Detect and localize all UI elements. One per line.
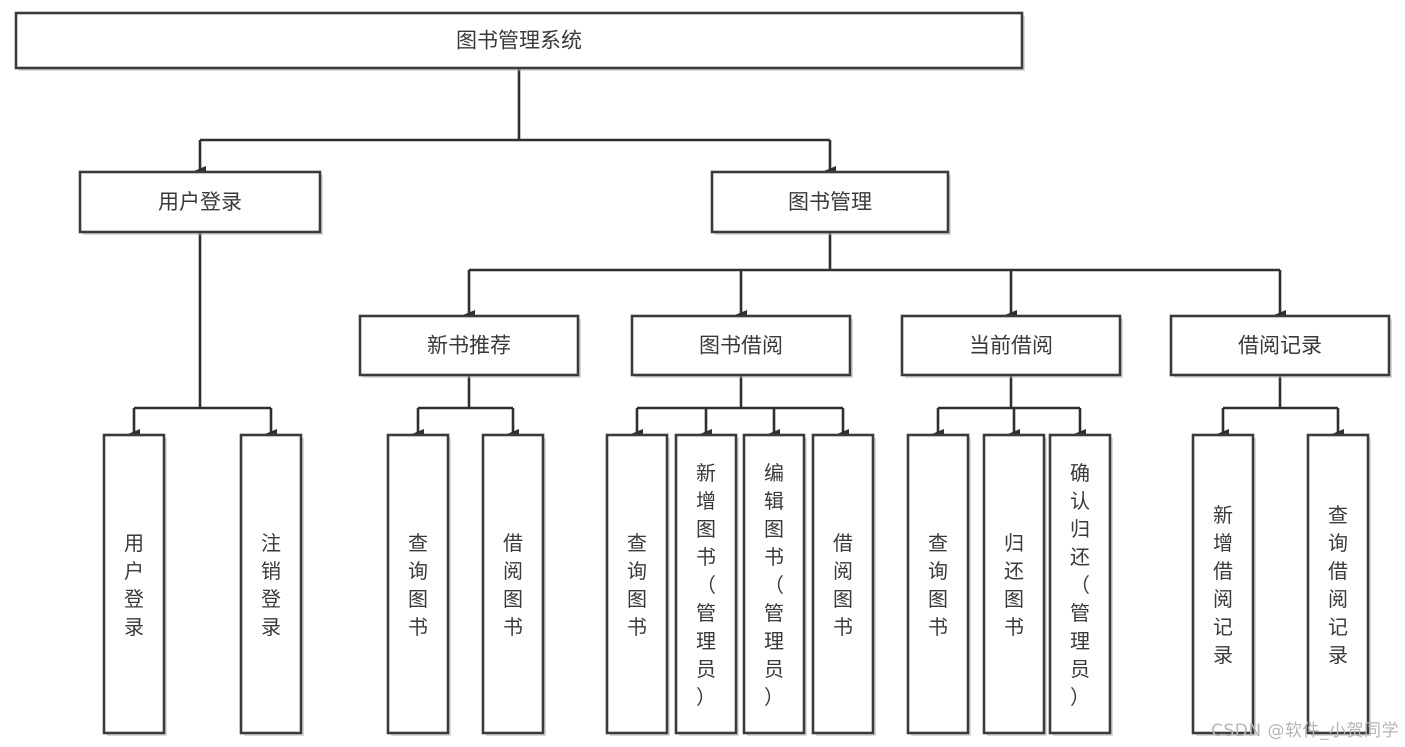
node-borrow-book-2[interactable]: 借阅图书 (811, 433, 876, 736)
node-borrow-book-1[interactable]: 借阅图书 (481, 433, 546, 736)
node-book-manage[interactable]: 图书管理 (710, 170, 951, 235)
node-root[interactable]: 图书管理系统 (14, 11, 1025, 71)
box-outline (386, 433, 450, 735)
node-label: 用户登录 (158, 190, 242, 214)
node-current-borrow[interactable]: 当前借阅 (900, 314, 1123, 378)
node-label: 借阅记录 (1238, 334, 1322, 358)
box-outline (811, 433, 875, 735)
node-new-book-rec[interactable]: 新书推荐 (358, 314, 581, 378)
node-label: 新增图书（管理员） (696, 461, 716, 709)
box-outline (982, 433, 1046, 735)
node-query-book-2[interactable]: 查询图书 (605, 433, 670, 736)
node-label: 确认归还（管理员） (1070, 461, 1090, 709)
box-outline (102, 433, 166, 735)
box-outline (605, 433, 669, 735)
box-outline (674, 433, 738, 735)
node-confirm-return[interactable]: 确认归还（管理员） (1048, 433, 1113, 736)
node-label: 归还图书 (1004, 531, 1024, 639)
box-outline (239, 433, 303, 735)
node-return-book[interactable]: 归还图书 (982, 433, 1047, 736)
node-layer: 图书管理系统用户登录图书管理新书推荐图书借阅当前借阅借阅记录用户登录注销登录查询… (14, 11, 1392, 736)
node-query-book-3[interactable]: 查询图书 (906, 433, 971, 736)
node-label: 新书推荐 (427, 334, 511, 358)
box-outline (14, 11, 1024, 70)
node-add-borrow-record[interactable]: 新增借阅记录 (1191, 433, 1256, 736)
box-outline (906, 433, 970, 735)
node-user-login-do[interactable]: 用户登录 (102, 433, 167, 736)
node-add-book[interactable]: 新增图书（管理员） (674, 433, 739, 736)
node-book-borrow[interactable]: 图书借阅 (630, 314, 853, 378)
box-outline (1306, 433, 1370, 735)
box-outline (900, 314, 1122, 377)
node-label: 借阅图书 (833, 531, 853, 639)
node-query-borrow-record[interactable]: 查询借阅记录 (1306, 433, 1371, 736)
node-label: 图书借阅 (699, 334, 783, 358)
node-label: 用户登录 (124, 531, 144, 639)
node-user-login[interactable]: 用户登录 (78, 170, 323, 235)
node-label: 当前借阅 (969, 334, 1053, 358)
box-outline (358, 314, 580, 377)
node-label: 查询图书 (928, 531, 948, 639)
box-outline (1191, 433, 1255, 735)
node-label: 借阅图书 (503, 531, 523, 639)
node-query-book-1[interactable]: 查询图书 (386, 433, 451, 736)
node-borrow-record[interactable]: 借阅记录 (1169, 314, 1392, 378)
node-label: 图书管理系统 (456, 29, 582, 53)
box-outline (1048, 433, 1112, 735)
box-outline (78, 170, 322, 234)
box-outline (710, 170, 950, 234)
box-outline (742, 433, 806, 735)
box-outline (481, 433, 545, 735)
box-outline (630, 314, 852, 377)
node-edit-book[interactable]: 编辑图书（管理员） (742, 433, 807, 736)
node-label: 查询借阅记录 (1328, 503, 1348, 667)
node-user-logout[interactable]: 注销登录 (239, 433, 304, 736)
node-label: 注销登录 (261, 531, 281, 639)
node-label: 查询图书 (627, 531, 647, 639)
box-outline (1169, 314, 1391, 377)
connector-layer (128, 68, 1344, 439)
node-label: 查询图书 (408, 531, 428, 639)
node-label: 新增借阅记录 (1213, 503, 1233, 667)
node-label: 编辑图书（管理员） (764, 461, 784, 709)
node-label: 图书管理 (788, 190, 872, 214)
